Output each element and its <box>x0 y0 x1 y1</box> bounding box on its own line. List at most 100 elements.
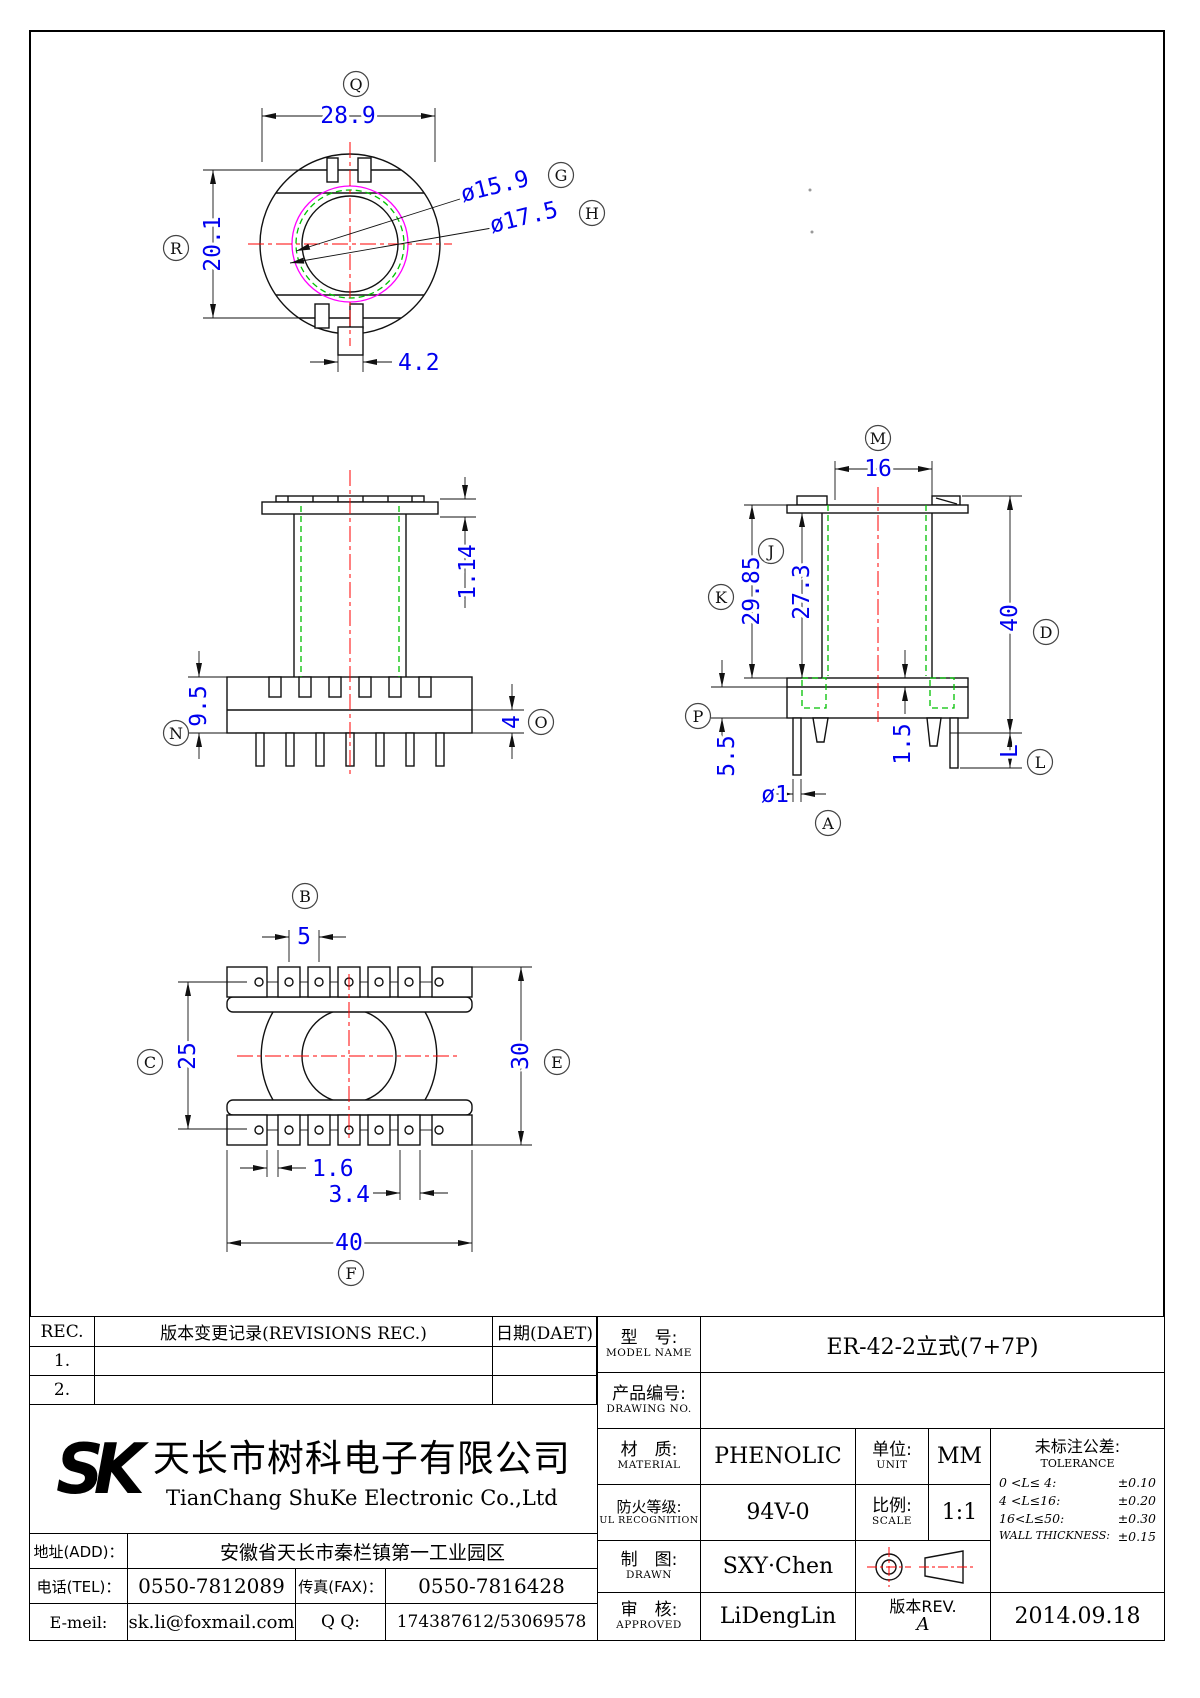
dim-step: 1.5 <box>890 723 916 765</box>
rev-row-1-desc <box>94 1346 493 1376</box>
balloon-j: J <box>757 537 785 565</box>
rev-value: A <box>916 1614 930 1636</box>
dim-total-height: 40 <box>997 604 1023 632</box>
dim-top-width: 16 <box>864 456 892 482</box>
balloon-e: E <box>543 1048 571 1076</box>
material-value: PHENOLIC <box>700 1428 856 1485</box>
dim-overall-width: 30 <box>508 1042 534 1070</box>
pin-tapered <box>926 717 942 747</box>
pin-holes <box>254 977 444 1135</box>
dim-base-height: 9.5 <box>186 685 212 727</box>
dim-height: 20.1 <box>200 216 226 271</box>
tolerance-title-cn: 未标注公差: <box>1034 1437 1121 1456</box>
svg-text:N: N <box>169 724 183 743</box>
company-name-cn: 天长市树科电子有限公司 <box>152 1437 571 1480</box>
svg-text:G: G <box>555 166 568 185</box>
bottom-mount-tab <box>314 303 330 329</box>
svg-text:E: E <box>551 1053 563 1072</box>
approved-value: LiDengLin <box>700 1592 856 1641</box>
dim-pin-length: L <box>997 744 1023 758</box>
pin <box>435 732 445 767</box>
model-label: 型 号:MODEL NAME <box>597 1316 701 1373</box>
balloon-r: R <box>162 234 190 262</box>
balloon-k: K <box>707 583 735 611</box>
balloon-c: C <box>136 1048 164 1076</box>
balloon-o: O <box>527 708 555 736</box>
svg-text:A: A <box>821 814 834 833</box>
pin-tapered <box>812 717 829 743</box>
drawing-no-value <box>700 1372 1165 1429</box>
fax-value: 0550-7816428 <box>385 1568 598 1604</box>
rev-row-2-date <box>492 1375 597 1405</box>
addr-value: 安徽省天长市秦栏镇第一工业园区 <box>127 1533 598 1569</box>
email-value: sk.li@foxmail.com <box>127 1603 296 1641</box>
drawing-no-label: 产品编号:DRAWING NO. <box>597 1372 701 1429</box>
dim-row-span: 25 <box>175 1042 201 1070</box>
drawn-label: 制 图:DRAWN <box>597 1540 701 1593</box>
tolerance-row: 16<L≤50:±0.30 <box>999 1511 1156 1527</box>
top-mount-tab <box>357 157 372 183</box>
tel-value: 0550-7812089 <box>127 1568 296 1604</box>
balloon-b: B <box>291 882 319 910</box>
company-name-en: TianChang ShuKe Electronic Co.,Ltd <box>165 1486 558 1510</box>
svg-text:H: H <box>585 204 599 223</box>
pin-long <box>792 717 802 776</box>
tolerance-row: 4 <L≤16:±0.20 <box>999 1493 1156 1509</box>
date-value: 2014.09.18 <box>990 1592 1165 1641</box>
pin <box>315 732 325 767</box>
pin <box>285 732 295 767</box>
balloon-m: M <box>864 424 892 452</box>
dim-k: 29.85 <box>739 556 765 625</box>
dim-base-lower: 4 <box>499 715 525 729</box>
dim-width: 28.9 <box>320 103 375 129</box>
projection-symbol-cell <box>855 1540 991 1593</box>
tolerance-cell: 未标注公差: TOLERANCE 0 <L≤ 4:±0.10 4 <L≤16:±… <box>990 1428 1165 1593</box>
svg-text:J: J <box>766 542 774 561</box>
company-logo: SK <box>56 1428 145 1510</box>
dim-j: 27.3 <box>789 564 815 619</box>
fire-label: 防火等级:UL RECOGNITION <box>597 1484 701 1541</box>
pin <box>255 732 265 767</box>
svg-text:Q: Q <box>349 75 362 94</box>
rev-row-1-date <box>492 1346 597 1376</box>
dim-stem-width: 4.2 <box>398 350 440 376</box>
balloon-p: P <box>684 702 712 730</box>
balloon-h: H <box>578 199 606 227</box>
balloon-f: F <box>337 1259 365 1287</box>
company-logo-cell: SK 天长市树科电子有限公司 TianChang ShuKe Electroni… <box>29 1404 598 1534</box>
dim-length: 40 <box>335 1230 363 1256</box>
scale-value: 1:1 <box>928 1484 991 1541</box>
dim-pitch: 5 <box>297 924 311 950</box>
drawing-views: 28.9 20.1 ø15.9 ø17.5 4.2 <box>136 70 1060 1287</box>
dot-artifact <box>808 188 812 192</box>
balloon-d: D <box>1032 618 1060 646</box>
svg-text:M: M <box>870 429 886 448</box>
approved-label: 审 核:APPROVED <box>597 1592 701 1641</box>
dim-inner-dia: ø15.9 <box>458 166 531 208</box>
tolerance-row: 0 <L≤ 4:±0.10 <box>999 1475 1156 1490</box>
rev-row-2-no: 2. <box>29 1375 95 1405</box>
unit-value: MM <box>928 1428 991 1485</box>
svg-text:L: L <box>1035 753 1046 772</box>
pin-long <box>949 717 959 769</box>
svg-text:F: F <box>345 1264 356 1283</box>
addr-label: 地址(ADD)： <box>29 1533 128 1569</box>
bottom-view: 5 25 30 1.6 3.4 40 <box>172 921 537 1259</box>
rev-header-desc: 版本变更记录(REVISIONS REC.) <box>94 1316 493 1347</box>
top-view: 28.9 20.1 ø15.9 ø17.5 4.2 <box>197 100 564 379</box>
model-value: ER-42-2立式(7+7P) <box>700 1316 1165 1373</box>
balloon-a: A <box>814 809 842 837</box>
balloon-n: N <box>162 719 190 747</box>
fax-label: 传真(FAX)： <box>295 1568 386 1604</box>
dim-tooth: 3.4 <box>328 1182 370 1208</box>
scale-label: 比例:SCALE <box>855 1484 929 1541</box>
dim-pin-dia: ø1 <box>761 782 789 808</box>
flange-ear <box>796 495 828 506</box>
dim-slot: 1.6 <box>312 1156 354 1182</box>
rev-label: 版本REV. <box>889 1596 957 1616</box>
top-mount-tab <box>326 157 339 183</box>
qq-label: Q Q: <box>295 1603 386 1641</box>
pin <box>375 732 385 767</box>
svg-text:D: D <box>1040 623 1053 642</box>
svg-text:K: K <box>715 588 728 607</box>
